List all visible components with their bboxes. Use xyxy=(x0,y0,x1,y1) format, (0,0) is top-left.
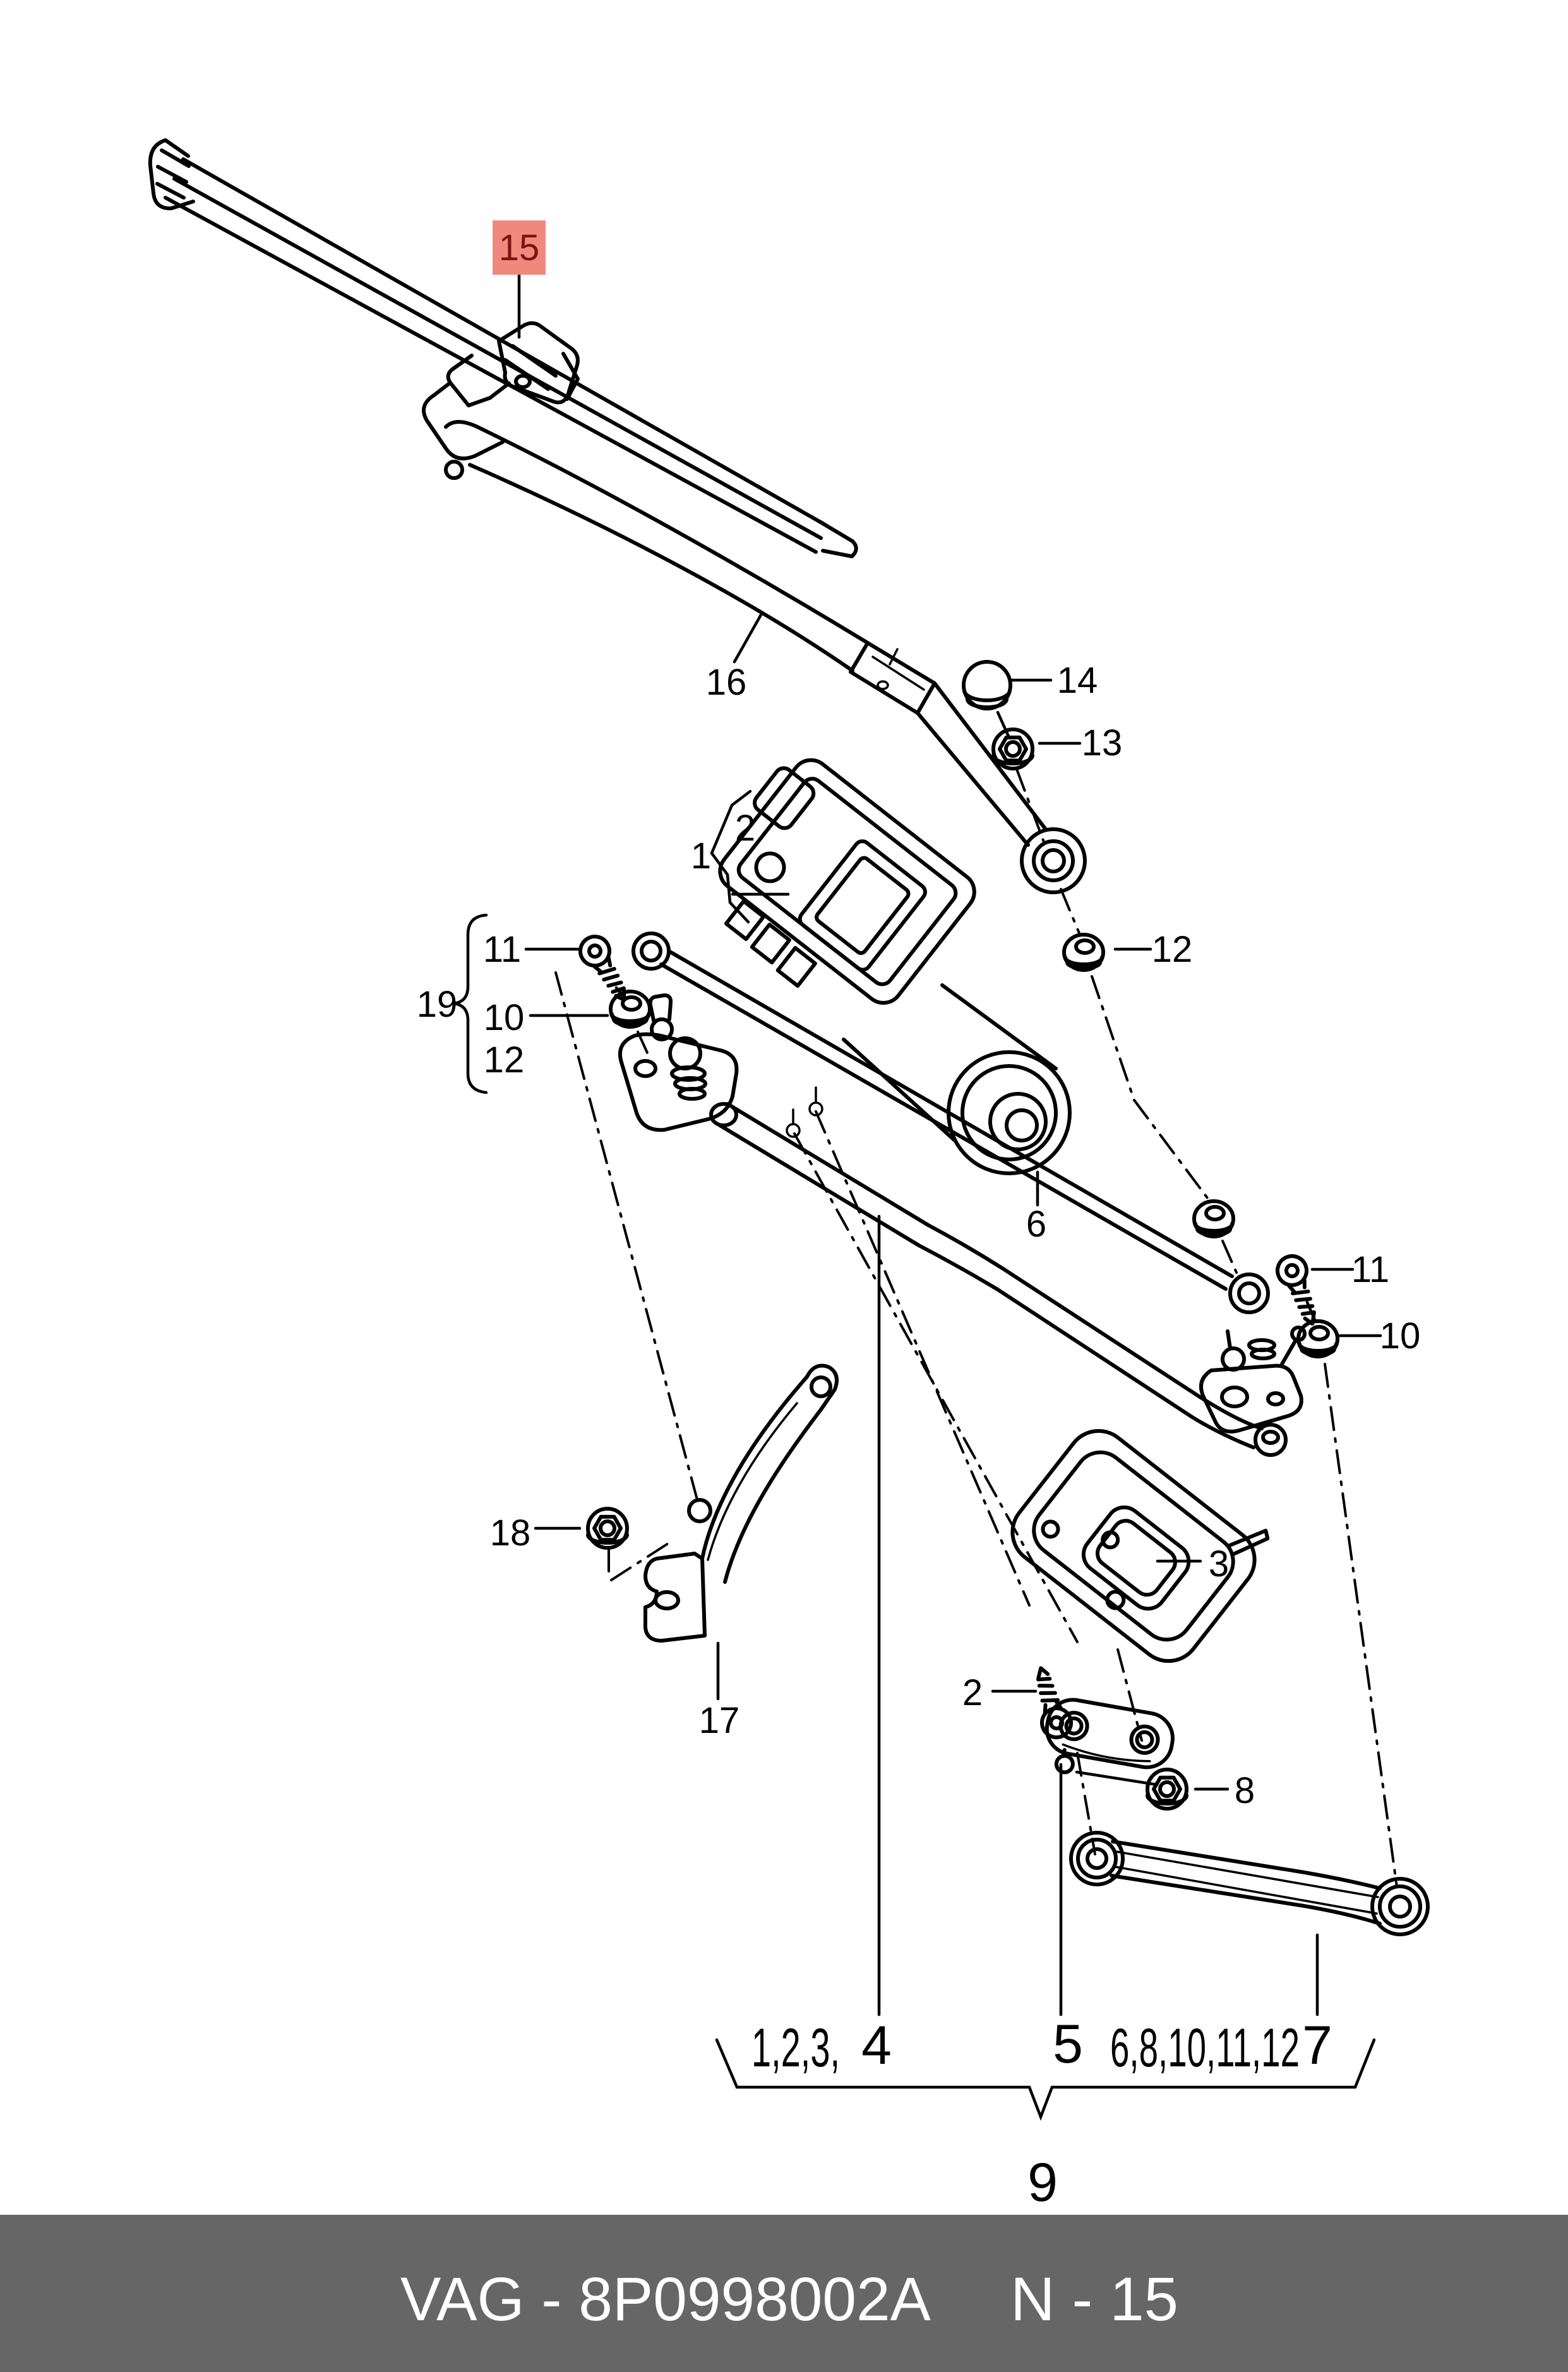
callout-3[interactable]: 3 xyxy=(1209,1543,1229,1584)
footer-page-number: N - 15 xyxy=(1010,2265,1178,2333)
callout-leaders xyxy=(453,273,1382,2121)
link-rod-6 xyxy=(631,931,1270,1314)
motor-cylinder xyxy=(842,983,1072,1175)
group-row-4[interactable]: 4 xyxy=(861,2015,892,2076)
wiper-blade xyxy=(148,138,858,558)
motor-mount-pegs xyxy=(786,1086,823,1138)
group-row-9[interactable]: 9 xyxy=(1027,2152,1058,2213)
footer-part-number: VAG - 8P0998002A xyxy=(400,2265,931,2333)
nut-8 xyxy=(1147,1770,1187,1809)
callout-2-top[interactable]: 2 xyxy=(735,808,755,849)
callout-12[interactable]: 12 xyxy=(1152,929,1193,970)
callout-8[interactable]: 8 xyxy=(1235,1770,1255,1811)
callout-11-right[interactable]: 11 xyxy=(1351,1249,1389,1290)
callout-19[interactable]: 19 xyxy=(417,984,458,1025)
callout-10-right[interactable]: 10 xyxy=(1380,1315,1421,1357)
assembly-axis-lines xyxy=(554,710,1398,1888)
callout-16[interactable]: 16 xyxy=(706,662,747,703)
cap-14 xyxy=(962,660,1012,710)
callout-15[interactable]: 15 xyxy=(499,227,540,268)
highlight-box-15 xyxy=(493,220,546,275)
grommet-12 xyxy=(1064,935,1103,970)
screw-11-right xyxy=(1273,1252,1326,1329)
wiper-arm xyxy=(421,354,1087,894)
nut-13 xyxy=(993,729,1032,769)
group-19-brace xyxy=(453,913,488,1094)
grommet-10-left xyxy=(611,991,650,1027)
right-pivot-assembly xyxy=(1194,1201,1307,1434)
group-row-123[interactable]: 1,2,3, xyxy=(751,2018,840,2078)
nut-18 xyxy=(588,1509,627,1548)
callout-17[interactable]: 17 xyxy=(699,1700,740,1741)
drive-rod-4 xyxy=(709,1102,1288,1457)
bracket-3 xyxy=(1010,1429,1270,1663)
callout-10-left[interactable]: 10 xyxy=(484,997,525,1038)
lever-5 xyxy=(1044,1698,1175,1775)
callout-2[interactable]: 2 xyxy=(962,1672,983,1713)
callout-13[interactable]: 13 xyxy=(1082,722,1123,764)
callout-11-left[interactable]: 11 xyxy=(483,929,521,970)
callout-1[interactable]: 1 xyxy=(691,836,711,877)
group-row-5[interactable]: 5 xyxy=(1053,2014,1083,2075)
group-1-2-brace xyxy=(710,789,752,924)
callout-6[interactable]: 6 xyxy=(1026,1204,1046,1245)
group-row-68101112[interactable]: 6,8,10,11,12 xyxy=(1110,2018,1300,2078)
group-9-brace xyxy=(715,2038,1376,2121)
callout-14[interactable]: 14 xyxy=(1057,660,1098,701)
left-pivot-assembly xyxy=(618,993,739,1132)
callout-12-left[interactable]: 12 xyxy=(484,1039,525,1081)
wiper-motor-assembly xyxy=(718,758,1072,1175)
screw-11-left xyxy=(575,931,637,1007)
bracket-17 xyxy=(643,1363,839,1643)
link-7 xyxy=(1069,1831,1430,1936)
footer-bar xyxy=(0,2215,1568,2372)
group-row-7[interactable]: 7 xyxy=(1302,2015,1332,2076)
callout-18[interactable]: 18 xyxy=(490,1512,531,1554)
